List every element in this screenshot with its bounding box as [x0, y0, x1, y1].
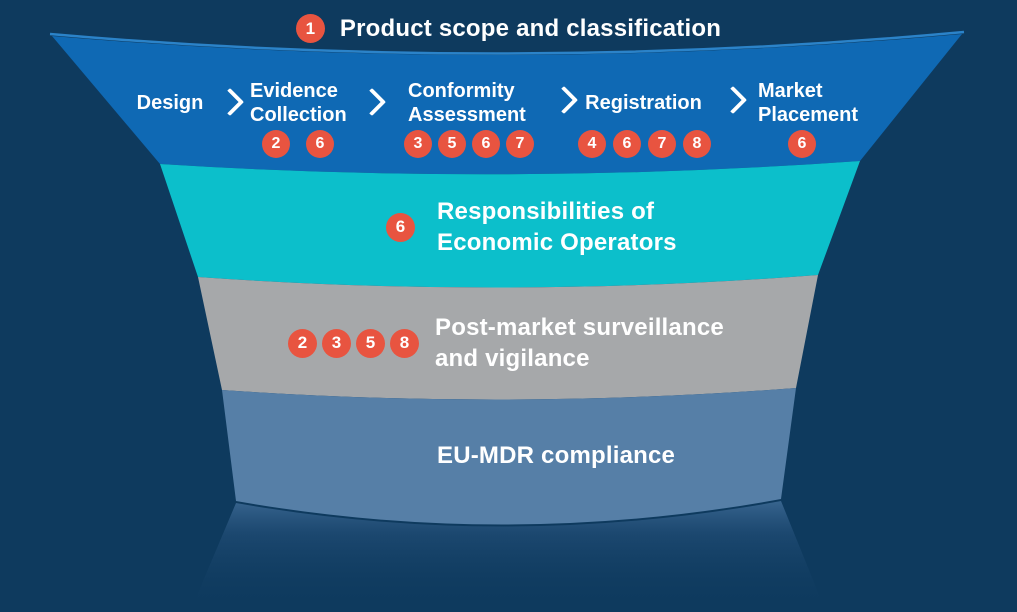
article-badge: 3: [404, 130, 432, 158]
stage-market-placement: Market Placement 6: [758, 79, 870, 158]
article-badge: 8: [390, 328, 419, 358]
article-badge: 6: [306, 130, 334, 158]
band-title-line: Responsibilities of: [437, 198, 655, 225]
article-badge: 5: [438, 130, 466, 158]
article-badge: 7: [506, 130, 534, 158]
funnel-band-eu-mdr: [222, 388, 796, 525]
band-title: Post-market surveillance and vigilance: [435, 312, 724, 374]
article-badge: 6: [613, 130, 641, 158]
band-title-line: EU-MDR compliance: [437, 442, 676, 469]
band-title-line: Post-market surveillance: [435, 314, 724, 341]
diagram-title: 1 Product scope and classification: [0, 14, 1017, 43]
stage-label-line: Design: [136, 92, 204, 114]
stage-label: Design: [118, 79, 222, 127]
stage-badges: 3 5 6 7: [404, 130, 536, 158]
article-badge: 2: [288, 328, 317, 358]
band-badges: 2 3 5 8: [288, 328, 419, 358]
band-post-market-content: 2 3 5 8 Post-market surveillance and vig…: [288, 312, 724, 374]
stage-label-line: Placement: [758, 104, 859, 126]
funnel-reflection: [190, 501, 826, 612]
funnel-top-rim: [49, 30, 965, 55]
article-badge: 4: [578, 130, 606, 158]
band-title: Responsibilities of Economic Operators: [437, 196, 677, 258]
article-badge: 6: [472, 130, 500, 158]
band-responsibilities-content: 6 Responsibilities of Economic Operators: [386, 196, 677, 258]
stage-label: Evidence Collection: [250, 79, 362, 127]
article-badge: 6: [788, 130, 816, 158]
stage-evidence-collection: Evidence Collection 2 6: [250, 79, 362, 158]
funnel-band-post-market: [198, 275, 818, 400]
article-badge: 7: [648, 130, 676, 158]
page-title: Product scope and classification: [339, 14, 722, 42]
article-badge: 2: [262, 130, 290, 158]
step-badge: 1: [295, 14, 325, 43]
stage-label-line: Collection: [250, 104, 347, 126]
stage-label: Registration: [576, 79, 711, 127]
stage-label: Market Placement: [758, 79, 870, 127]
stage-label: Conformity Assessment: [408, 79, 536, 127]
stage-label-line: Registration: [585, 92, 702, 114]
band-title: EU-MDR compliance: [437, 440, 675, 471]
stage-badges: 4 6 7 8: [578, 130, 711, 158]
band-eu-mdr-content: EU-MDR compliance: [437, 440, 675, 471]
article-badge: 6: [386, 212, 415, 242]
article-badge: 5: [356, 328, 385, 358]
funnel-band-responsibilities: [160, 161, 860, 288]
band-title-line: Economic Operators: [437, 229, 677, 256]
stage-label-line: Conformity: [408, 80, 515, 102]
stage-label-line: Evidence: [250, 80, 338, 102]
stage-badges: 6: [788, 130, 870, 158]
band-title-line: and vigilance: [435, 345, 590, 372]
stage-label-line: Assessment: [408, 104, 526, 126]
article-badge: 3: [322, 328, 351, 358]
stage-registration: Registration 4 6 7 8: [576, 79, 711, 158]
stage-conformity-assessment: Conformity Assessment 3 5 6 7: [404, 79, 536, 158]
stage-label-line: Market: [758, 80, 823, 102]
stage-badges: 2 6: [262, 130, 362, 158]
stage-design: Design: [118, 79, 222, 127]
article-badge: 8: [683, 130, 711, 158]
